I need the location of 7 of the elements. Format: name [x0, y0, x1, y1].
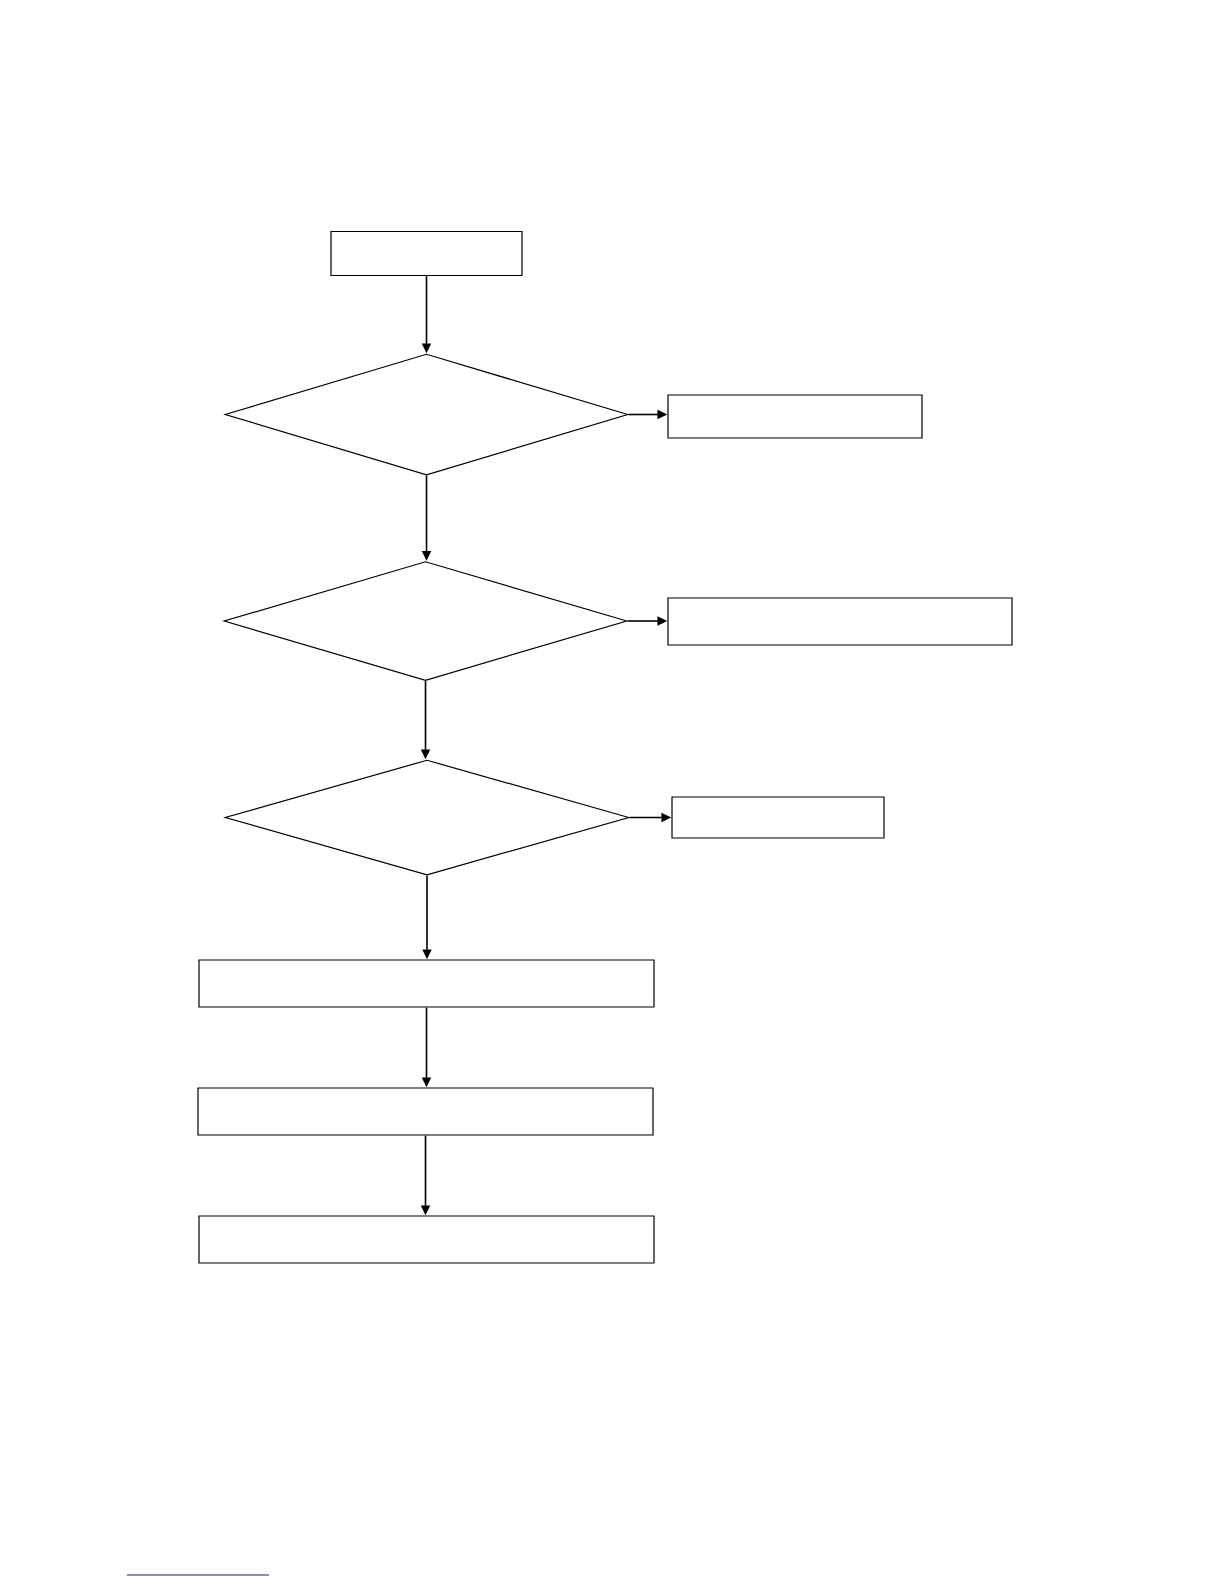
process-box	[198, 959, 655, 1008]
process-box	[667, 394, 923, 439]
process-box	[198, 1215, 655, 1264]
process-box	[671, 796, 885, 839]
process-box	[330, 230, 523, 277]
process-box	[667, 597, 1013, 646]
process-box	[197, 1087, 654, 1136]
